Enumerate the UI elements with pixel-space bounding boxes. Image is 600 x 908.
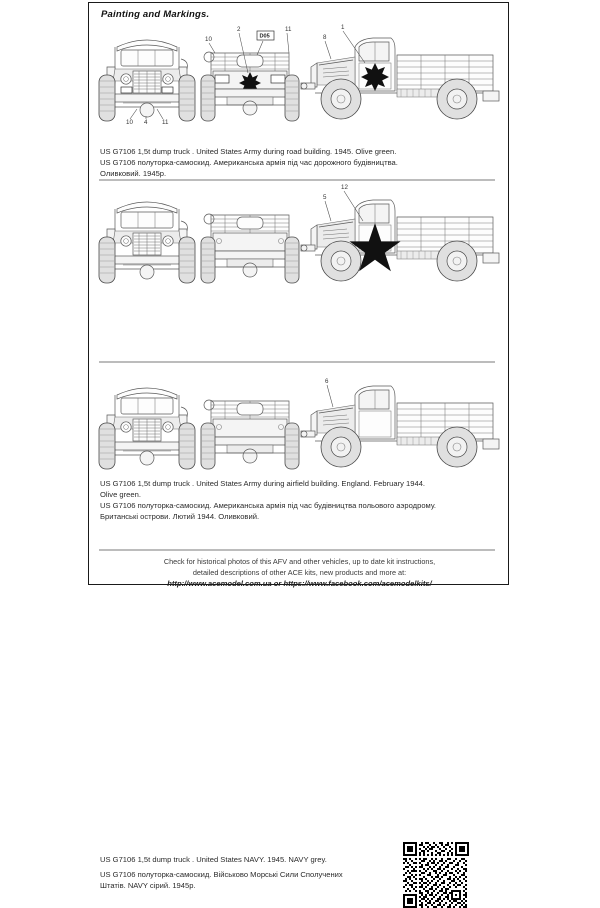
variant-1-caption-en: US G7106 1,5t dump truck . United States…: [100, 147, 397, 156]
variant-2-caption-uk-1: US G7106 полуторка-самоскид. Американськ…: [100, 501, 436, 510]
page-root: Painting and Markings.: [88, 2, 510, 908]
variant-1-stencil-code-D05: D05: [256, 30, 275, 56]
variant-1-callout-10: 10: [126, 108, 138, 126]
svg-text:1: 1: [341, 24, 345, 31]
svg-text:10: 10: [126, 119, 133, 126]
footer-links: http://www.acemodel.com.ua or https://ww…: [89, 579, 510, 590]
variant-2-rear-view: [200, 179, 300, 291]
variant-2-caption-uk-2: Британські острови. Лютий 1944. Оливкови…: [100, 512, 260, 521]
page-title: Painting and Markings.: [101, 9, 210, 20]
variant-1-side-star-marking: [361, 63, 389, 91]
variant-2-caption-en-1: US G7106 1,5t dump truck . United States…: [100, 479, 426, 488]
svg-text:6: 6: [325, 378, 329, 385]
footer-line-2: detailed descriptions of other ACE kits,…: [192, 567, 407, 577]
variant-2-caption: US G7106 1,5t dump truck . United States…: [100, 478, 500, 522]
section-divider-3: [99, 549, 495, 551]
website-link[interactable]: http://www.acemodel.com.ua: [167, 579, 272, 588]
variant-row-1: 10 4 11: [89, 17, 510, 178]
svg-text:10: 10: [205, 36, 212, 43]
variant-1-callout-11: 11: [156, 108, 169, 126]
facebook-link[interactable]: https://www.facebook.com/acemodelkits/: [283, 579, 432, 588]
variant-2-side-star-marking: [349, 223, 401, 272]
link-conjunction: or: [271, 579, 284, 588]
variant-1-callout-1: 1: [341, 24, 366, 64]
stencil-code-label: D05: [260, 34, 270, 40]
svg-text:11: 11: [162, 119, 169, 126]
variant-2-front-view: [93, 179, 201, 291]
svg-text:11: 11: [285, 26, 292, 33]
svg-text:12: 12: [341, 184, 348, 191]
variant-1-callout-2: 2: [237, 26, 249, 74]
variant-1-callout-8: 8: [323, 34, 332, 60]
variant-2-side-view: 12 5: [297, 179, 509, 291]
footer-line-1: Check for historical photos of this AFV …: [163, 557, 436, 566]
variant-2-callout-12: 12: [341, 184, 364, 222]
section-divider-2: [99, 361, 495, 363]
footer: Check for historical photos of this AFV …: [89, 557, 510, 590]
section-divider-1: [99, 179, 495, 181]
variant-1-side-view: 1 8: [297, 17, 509, 129]
variant-1-caption-uk-2: Оливковий. 1945р.: [100, 169, 167, 178]
variant-2-callout-5: 5: [323, 194, 332, 222]
svg-text:8: 8: [323, 34, 327, 41]
variant-1-rear-star-marking: [239, 72, 261, 94]
variant-1-callout-11b: 11: [285, 26, 292, 54]
variant-1-rear-view: 10 2 D05 11: [200, 17, 300, 129]
variant-3-front-view: [93, 365, 201, 477]
svg-text:5: 5: [323, 194, 327, 201]
qr-code[interactable]: [403, 842, 469, 908]
variant-row-3: 6 US G7106 1,5t dump truck . United Stat…: [89, 365, 510, 908]
variant-3-callout-6: 6: [325, 378, 334, 408]
variant-1-caption: US G7106 1,5t dump truck . United States…: [100, 146, 500, 179]
variant-1-caption-uk-1: US G7106 полуторка-самоскид. Американськ…: [100, 158, 398, 167]
variant-3-rear-view: [200, 365, 300, 477]
variant-1-callout-10b: 10: [205, 36, 216, 54]
variant-3-side-view: 6: [297, 365, 509, 477]
svg-text:4: 4: [144, 119, 148, 126]
variant-row-2: 12 5 US G7106 1,5t dump truck . United S…: [89, 179, 510, 521]
svg-text:2: 2: [237, 26, 241, 33]
instruction-sheet: Painting and Markings.: [88, 2, 510, 908]
variant-1-front-view: 10 4 11: [93, 17, 201, 129]
variant-1-callout-4: 4: [144, 116, 148, 126]
variant-2-caption-en-2: Olive green.: [100, 490, 141, 499]
